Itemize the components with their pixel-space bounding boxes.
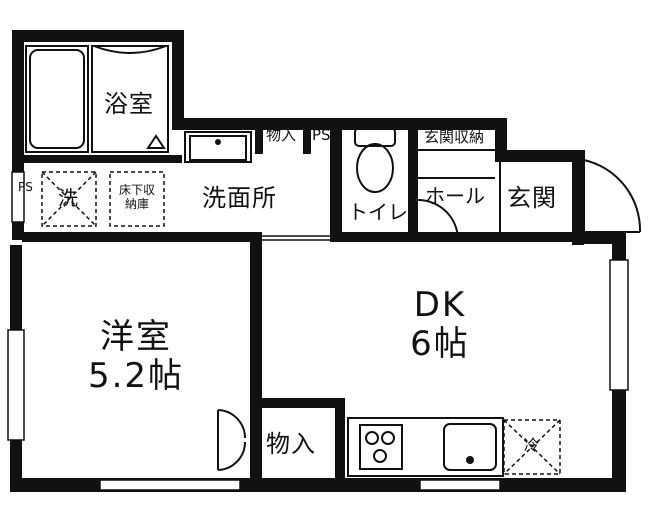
western-room-size: 5.2帖 — [87, 356, 185, 397]
interior-walls — [22, 118, 615, 492]
room-label-toilet: トイレ — [348, 200, 408, 224]
room-label-closet: 物入 — [266, 430, 316, 458]
wash-basin — [184, 131, 252, 163]
underfloor-storage-label: 床下収納庫 — [118, 183, 155, 211]
exterior-walls — [10, 30, 626, 492]
room-label-bathroom: 浴室 — [104, 90, 154, 118]
bathtub — [25, 45, 169, 153]
fridge-label: 冷 — [524, 436, 540, 454]
closet-doors — [217, 409, 246, 471]
dashed-fixtures — [41, 171, 561, 475]
washer-label: 洗 — [58, 186, 78, 210]
dk-name: DK — [413, 285, 467, 325]
hall-partitions — [417, 149, 572, 241]
room-label-entrance: 玄関 — [507, 184, 557, 212]
sliding-doors — [185, 235, 330, 395]
room-label-ps: PS — [312, 126, 331, 144]
room-label-storage-small: 物入 — [266, 126, 297, 144]
room-label-hall: ホール — [425, 184, 485, 208]
dk-size: 6帖 — [410, 324, 470, 365]
entrance-door — [583, 159, 642, 233]
toilet-fixture — [354, 127, 396, 193]
room-label-western: 洋室 5.2帖 — [76, 317, 196, 397]
western-room-name: 洋室 — [100, 317, 172, 357]
room-label-ps-left: PS — [18, 180, 33, 194]
room-label-dk: DK 6帖 — [390, 285, 490, 365]
kitchen-counter — [347, 417, 504, 477]
room-label-entrance-storage: 玄関収納 — [424, 128, 485, 146]
windows — [7, 171, 629, 491]
room-label-washroom: 洗面所 — [202, 184, 277, 212]
